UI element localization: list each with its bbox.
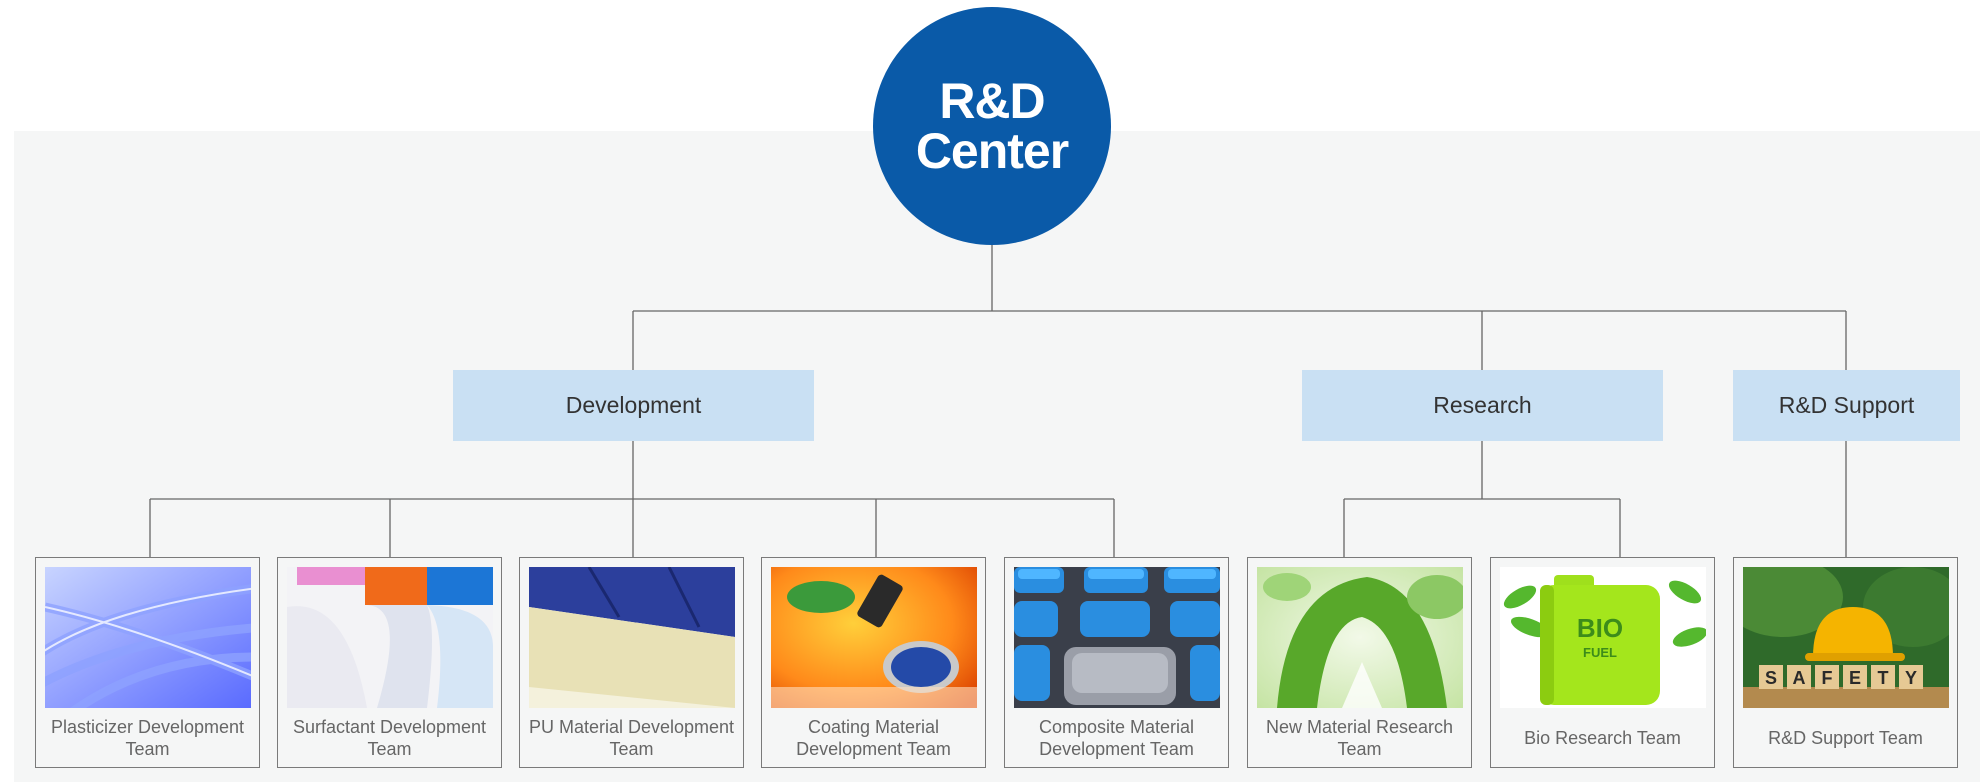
department-development: Development	[453, 370, 814, 441]
team-card-composite: Composite Material Development Team	[1004, 557, 1229, 768]
team-label: New Material Research Team	[1265, 717, 1454, 759]
team-label: Coating Material Development Team	[796, 717, 951, 759]
safety-helmet-image: S A F E T Y	[1743, 567, 1949, 708]
safety-letter: F	[1822, 668, 1833, 688]
safety-letter: A	[1793, 668, 1806, 688]
team-card-new-material: New Material Research Team	[1247, 557, 1472, 768]
safety-letter: T	[1878, 668, 1889, 688]
team-label: R&D Support Team	[1768, 728, 1923, 748]
team-label: Surfactant Development Team	[292, 717, 487, 759]
team-card-rd-support: S A F E T Y R&D Support Team	[1733, 557, 1958, 768]
team-card-pu-material: PU Material Development Team	[519, 557, 744, 768]
safety-letter: Y	[1905, 668, 1917, 688]
stadium-seats-image	[1014, 567, 1220, 708]
team-label: Bio Research Team	[1524, 728, 1681, 748]
rd-center-node: R&D Center	[873, 7, 1111, 245]
team-label: PU Material Development Team	[528, 717, 735, 759]
team-label: Plasticizer Development Team	[50, 717, 245, 759]
bio-fuel-jerrycan-image: BIO FUEL	[1500, 567, 1706, 708]
insulation-panel-image	[529, 567, 735, 708]
detergent-bottles-image	[287, 567, 493, 708]
safety-letter: E	[1849, 668, 1861, 688]
paint-cans-image	[771, 567, 977, 708]
recycle-leaf-image	[1257, 567, 1463, 708]
team-card-bio-research: BIO FUEL Bio Research Team	[1490, 557, 1715, 768]
team-card-surfactant: Surfactant Development Team	[277, 557, 502, 768]
department-research: Research	[1302, 370, 1663, 441]
team-card-plasticizer: Plasticizer Development Team	[35, 557, 260, 768]
team-card-coating: Coating Material Development Team	[761, 557, 986, 768]
bio-text: BIO	[1577, 613, 1623, 643]
rd-center-label: R&D Center	[915, 73, 1069, 179]
safety-letter: S	[1765, 668, 1777, 688]
fuel-text: FUEL	[1583, 645, 1617, 660]
department-rd-support: R&D Support	[1733, 370, 1960, 441]
team-label: Composite Material Development Team	[1038, 717, 1195, 759]
blue-tubes-image	[45, 567, 251, 708]
